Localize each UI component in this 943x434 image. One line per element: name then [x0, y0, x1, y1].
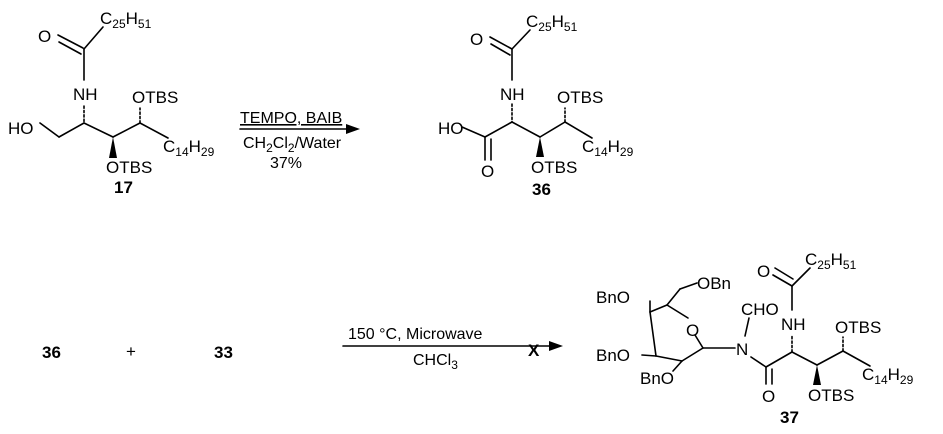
bond-c3-c4: [816, 350, 844, 366]
bond-acyl: [791, 267, 811, 287]
bond-ring-c5-o: [666, 304, 689, 319]
alkyl-chain-label: C14H29: [163, 137, 215, 159]
n-label: N: [736, 340, 748, 359]
bond-n-cho: [744, 317, 750, 337]
bond-ring-c2-c3: [655, 355, 683, 362]
ho-label: HO: [8, 119, 34, 138]
bond-acyl: [83, 26, 104, 50]
otbs-bottom-label: OTBS: [531, 158, 577, 177]
bond-ring-c4-c5: [649, 304, 668, 313]
bond-c2-c3: [511, 121, 541, 138]
solvent-label: CHCl3: [413, 352, 458, 372]
acid-o-label: O: [481, 162, 494, 181]
ho-label: HO: [438, 119, 464, 138]
bond-ring-c1-c2: [681, 347, 704, 362]
compound-37: BnO OBn O BnO BnO N CHO O O C25H51 NH OT…: [596, 250, 914, 427]
ring-o-label: O: [686, 321, 699, 340]
reagents-label: TEMPO, BAIB: [240, 110, 342, 127]
carbonyl-o-label: O: [470, 30, 483, 49]
bond-c5-ch2: [666, 288, 681, 306]
nh-label: NH: [781, 315, 806, 334]
compound-number-36: 36: [532, 180, 551, 199]
acyl-chain-label: C25H51: [805, 250, 857, 272]
bond-amide-c-c2: [765, 351, 793, 368]
failed-reaction-mark: X: [528, 341, 540, 360]
compound-17: O C25H51 NH OTBS HO C14H29 OTBS 17: [8, 9, 215, 197]
bond-ring-c3-c4: [649, 311, 657, 357]
bond-c3-c4: [539, 121, 566, 138]
alkyl-chain-label: C14H29: [862, 365, 914, 387]
bond-carbonyl-2: [490, 43, 511, 56]
compound-number-37: 37: [780, 408, 799, 427]
bond-carbonyl-2: [58, 41, 82, 55]
bond-carbonyl-1: [489, 36, 513, 50]
reaction-1: TEMPO, BAIB CH2Cl2/Water 37%: [239, 110, 360, 172]
acyl-chain-label: C25H51: [100, 9, 152, 31]
otbs-top-label: OTBS: [557, 88, 603, 107]
bond-otbs-wedge: [813, 365, 821, 385]
nh-label: NH: [73, 85, 98, 104]
conditions-label: 150 °C, Microwave: [348, 326, 483, 343]
reaction-arrowhead-1: [346, 124, 360, 134]
reactant-33-label: 33: [214, 343, 233, 362]
acyl-chain-label: C25H51: [526, 12, 578, 34]
reaction-arrowhead-2: [549, 341, 563, 351]
bno-top-label: BnO: [596, 288, 630, 307]
bond-acid-c2: [484, 121, 513, 138]
bond-acyl: [511, 29, 531, 50]
bond-otbs-wedge: [109, 137, 117, 158]
bond-otbs-wedge: [536, 137, 544, 157]
bond-c3-obn: [641, 354, 657, 357]
bond-ring-o-c1: [694, 334, 704, 349]
solvent-label: CH2Cl2/Water: [243, 135, 342, 155]
bond-carbonyl-1: [57, 34, 84, 49]
bond-ch2-obn: [679, 282, 698, 290]
bond-carbonyl-2: [774, 267, 794, 280]
otbs-bottom-label: OTBS: [808, 386, 854, 405]
otbs-top-label: OTBS: [835, 318, 881, 337]
plus-sign: +: [126, 342, 136, 361]
bno-bottom-label: BnO: [640, 369, 674, 388]
carbonyl-o-label: O: [38, 27, 51, 46]
alkyl-chain-label: C14H29: [582, 137, 634, 159]
bond-carbonyl-1: [772, 274, 793, 287]
bond-c2-obn: [672, 360, 683, 372]
amide-o-label: O: [762, 387, 775, 406]
bond-c4-chain: [564, 121, 593, 139]
bond-c4-chain: [842, 350, 871, 367]
compound-number-17: 17: [114, 178, 133, 197]
otbs-bottom-label: OTBS: [106, 158, 152, 177]
obn-label: OBn: [697, 274, 731, 293]
reaction-2: 36 + 33 150 °C, Microwave X CHCl3: [42, 326, 563, 372]
bond-c2-c3: [791, 351, 818, 366]
bond-c2-c3: [83, 122, 114, 138]
bond-c3-c4: [112, 122, 141, 138]
bond-c4-chain: [139, 122, 169, 139]
nh-label: NH: [500, 85, 525, 104]
compound-36: O C25H51 NH OTBS HO C14H29 O OTBS 36: [438, 12, 634, 199]
bno-mid-label: BnO: [596, 346, 630, 365]
yield-label: 37%: [270, 155, 302, 172]
bond-n-amide-c: [750, 356, 767, 368]
bond-ho-c: [461, 126, 486, 138]
bond-ch2-c2: [58, 122, 85, 138]
bond-ho-ch2: [39, 122, 60, 138]
cho-label: CHO: [741, 300, 779, 319]
reactant-36-label: 36: [42, 343, 61, 362]
otbs-top-label: OTBS: [132, 88, 178, 107]
carbonyl-o-label: O: [757, 262, 770, 281]
